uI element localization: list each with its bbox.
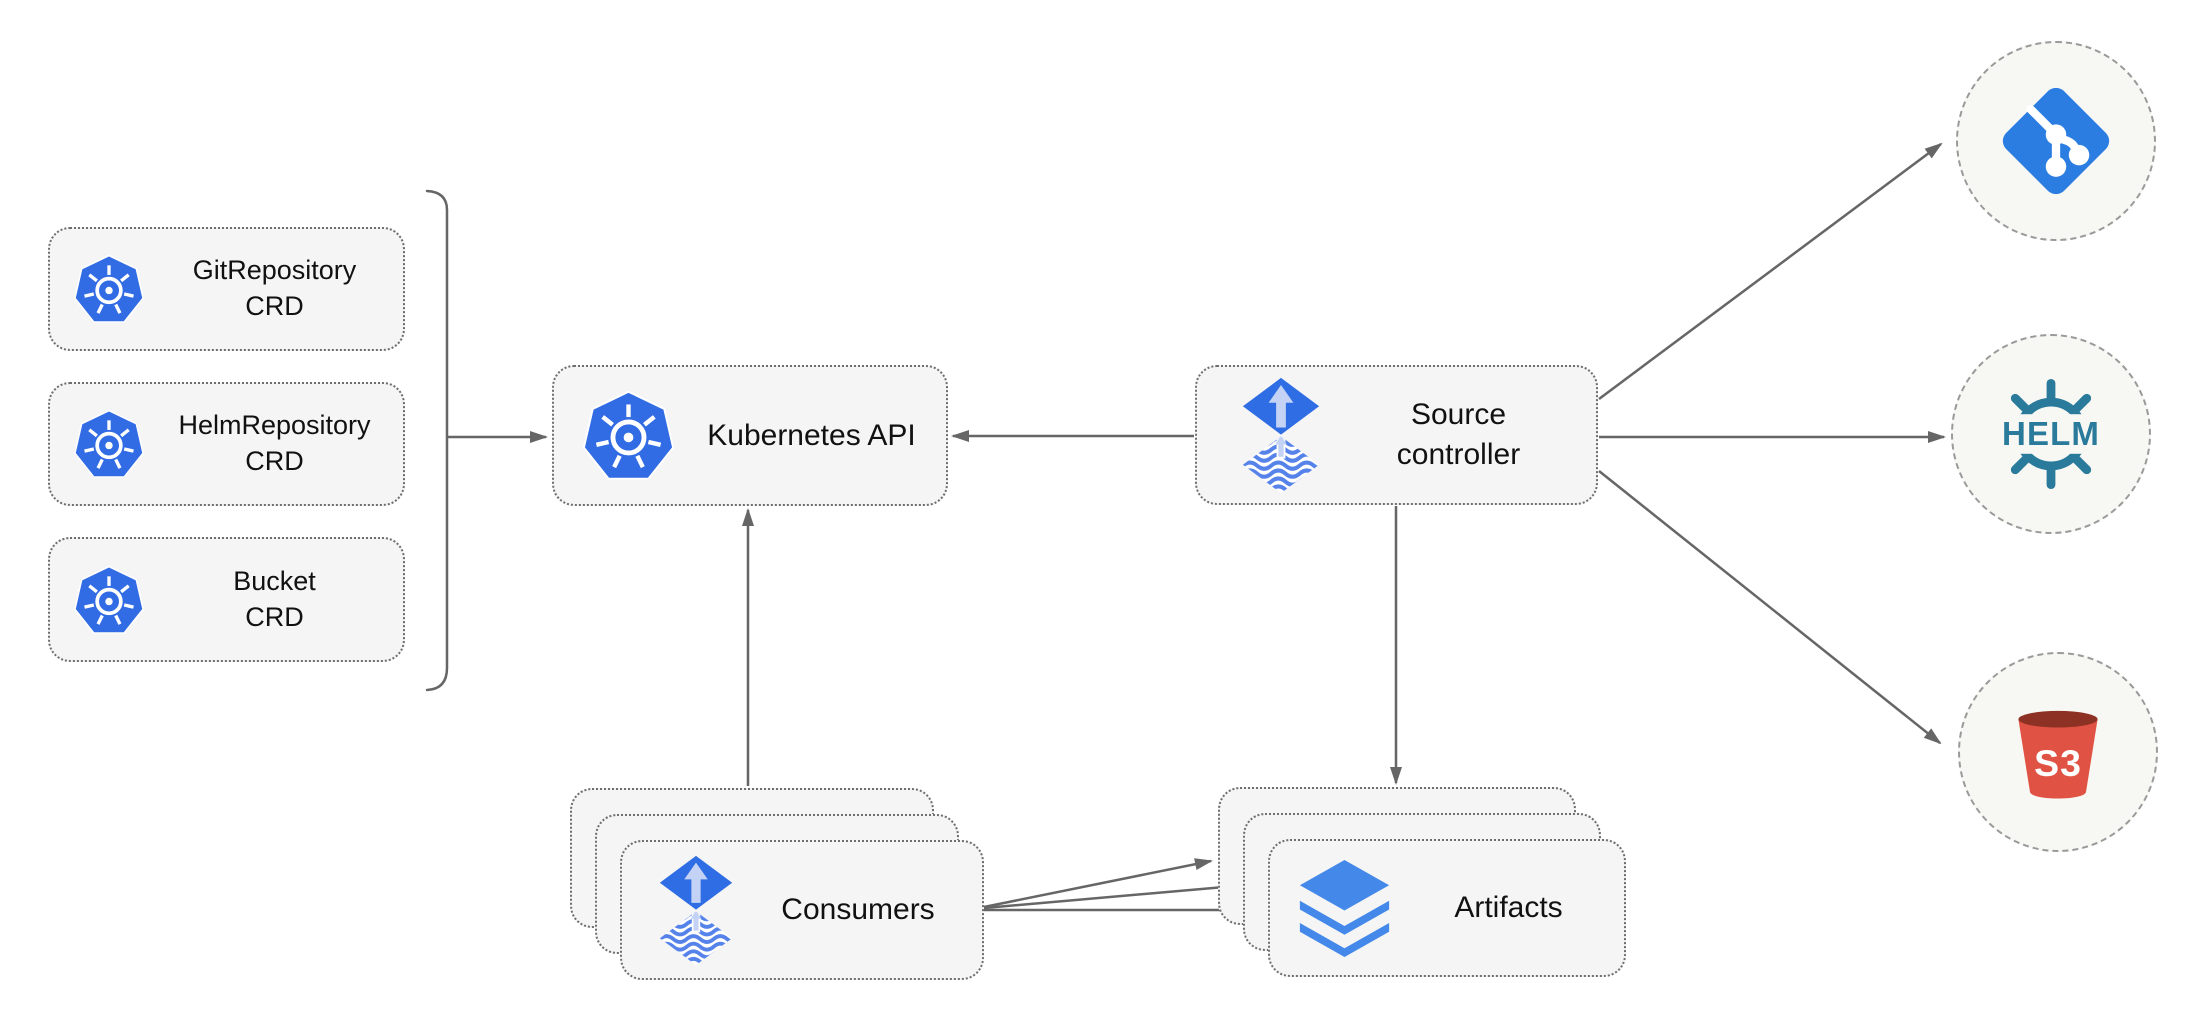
helmrepository-crd-node: HelmRepository CRD — [48, 382, 405, 506]
bucket-crd-node: Bucket CRD — [48, 537, 405, 662]
crd-name: GitRepository — [192, 255, 357, 286]
flux-icon — [658, 855, 734, 966]
consumers-stack: Consumers — [570, 788, 984, 980]
kubernetes-icon — [72, 407, 146, 481]
helm-endpoint-node: HELM — [1951, 334, 2151, 534]
crd-suffix: CRD — [245, 601, 304, 632]
source-controller-node: Source controller — [1195, 365, 1598, 505]
s3-endpoint-node: S3 — [1958, 652, 2158, 852]
crd-name: Bucket — [233, 565, 316, 596]
edge-source-controller-to-s3 — [1598, 470, 1942, 745]
edge-source-controller-to-git — [1598, 142, 1943, 401]
helm-icon: HELM — [1985, 368, 2117, 500]
consumers-label: Consumers — [781, 893, 935, 927]
s3-bucket-icon: S3 — [2006, 700, 2110, 804]
git-icon — [1992, 77, 2120, 205]
crd-group-bracket — [425, 189, 449, 692]
helmrepository-crd-label: HelmRepository CRD — [178, 408, 370, 480]
source-controller-label: Source controller — [1396, 398, 1521, 471]
consumers-node: Consumers — [620, 840, 984, 980]
helm-logo-text: HELM — [2002, 415, 2100, 452]
artifacts-label: Artifacts — [1454, 891, 1563, 925]
kubernetes-api-node: Kubernetes API — [552, 365, 948, 506]
kubernetes-api-label: Kubernetes API — [707, 418, 916, 452]
layers-icon — [1296, 858, 1393, 959]
edge-consumers-to-artifacts-back — [983, 858, 1213, 909]
crd-suffix: CRD — [245, 446, 304, 476]
artifacts-node: Artifacts — [1268, 839, 1626, 977]
crd-suffix: CRD — [245, 291, 304, 321]
s3-logo-text: S3 — [2034, 742, 2082, 784]
crd-name: HelmRepository — [178, 410, 371, 441]
gitrepository-crd-node: GitRepository CRD — [48, 227, 405, 351]
edge-consumers-to-artifacts-middle — [983, 881, 1238, 910]
bucket-crd-label: Bucket CRD — [233, 564, 316, 636]
flux-icon — [1241, 377, 1321, 494]
kubernetes-icon — [72, 252, 146, 326]
artifacts-stack: Artifacts — [1218, 787, 1626, 977]
gitrepository-crd-label: GitRepository CRD — [193, 253, 357, 325]
git-endpoint-node — [1956, 41, 2156, 241]
kubernetes-icon — [580, 387, 677, 484]
kubernetes-icon — [72, 563, 146, 637]
